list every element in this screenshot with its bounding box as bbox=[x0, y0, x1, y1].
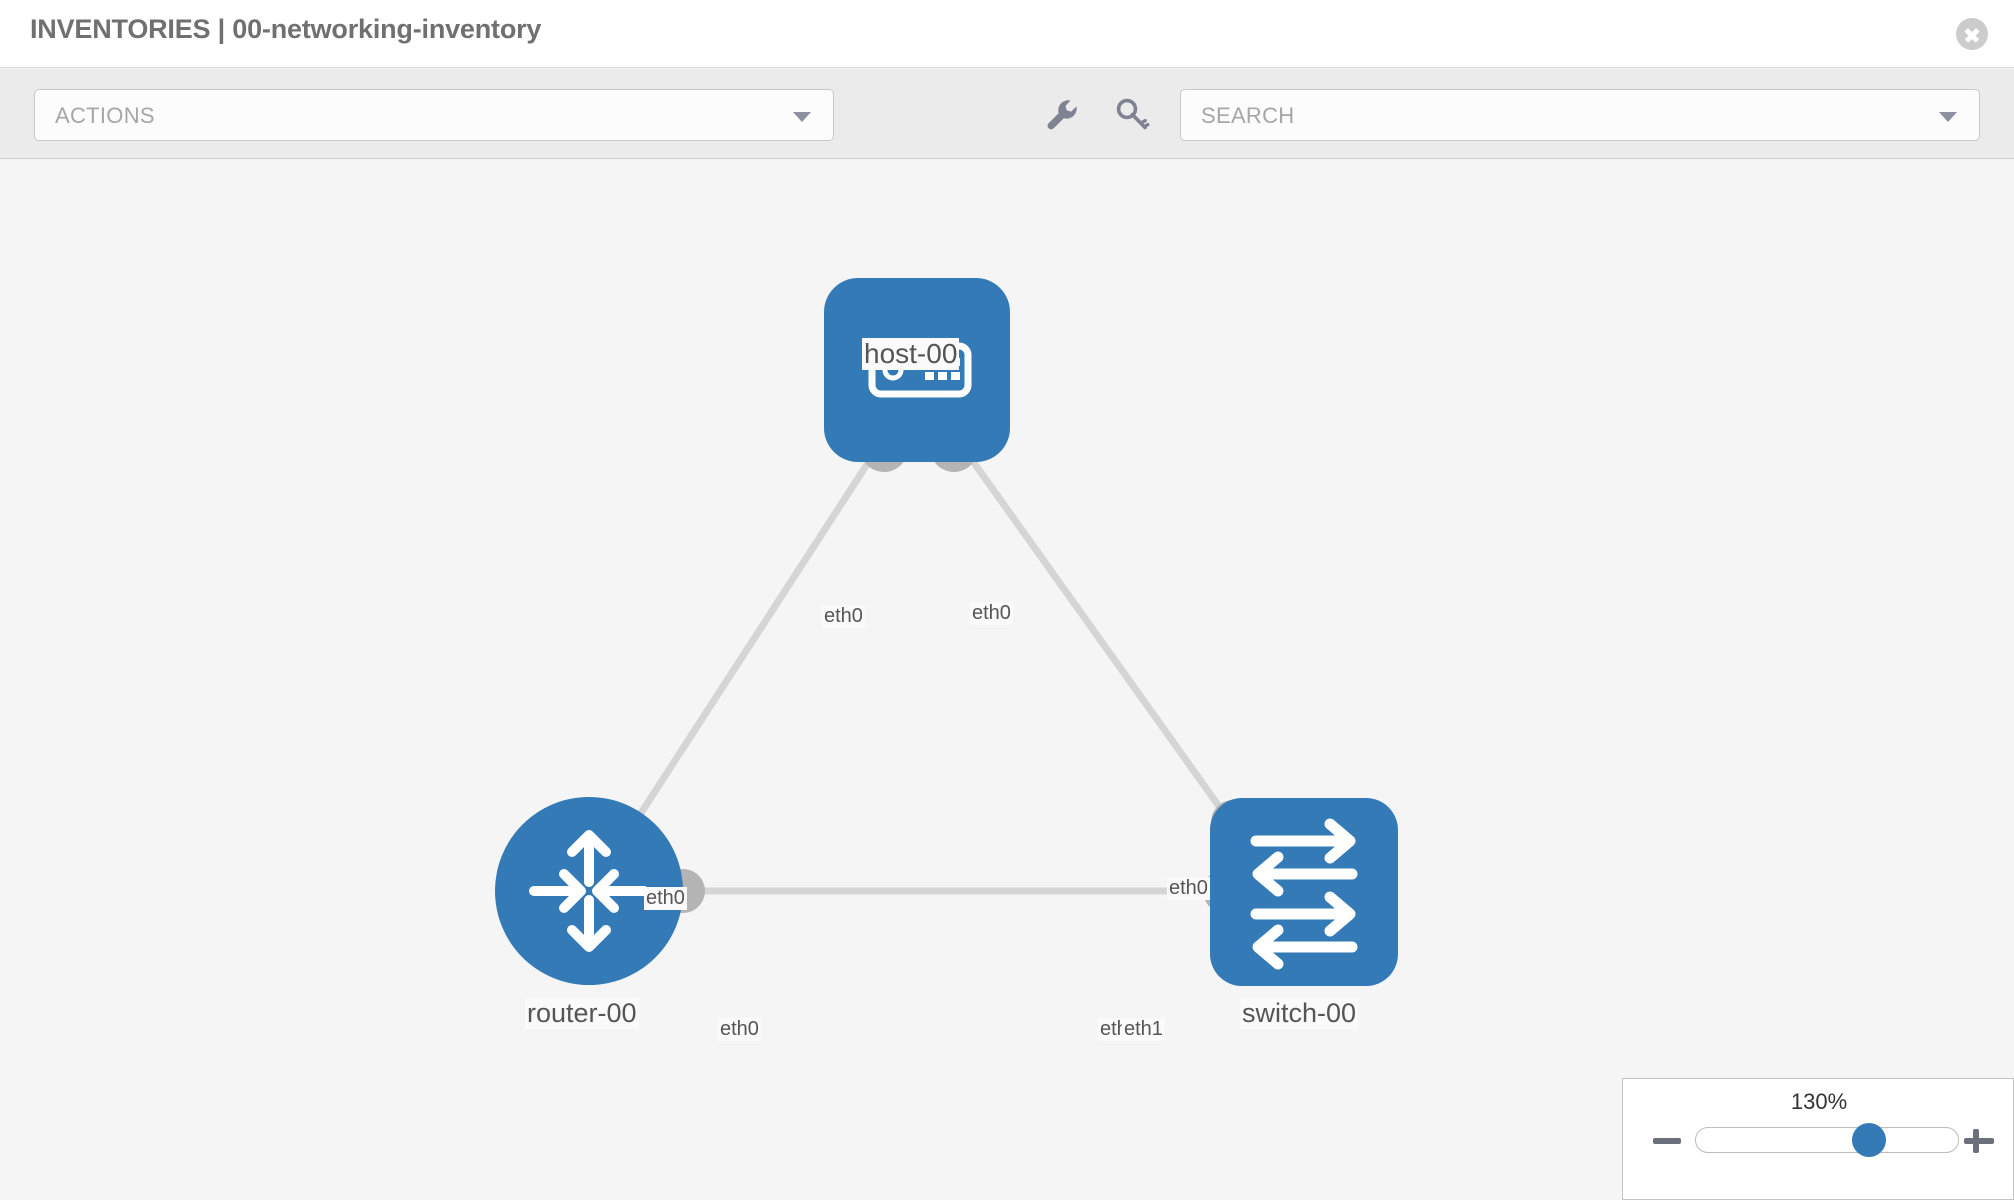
edge-label-host-right-eth0: eth0 bbox=[970, 602, 1013, 625]
chevron-down-icon bbox=[793, 112, 811, 122]
search-placeholder: SEARCH bbox=[1201, 103, 1295, 128]
node-label-host-00: host-00 bbox=[862, 338, 960, 370]
zoom-out-button[interactable] bbox=[1649, 1123, 1685, 1159]
topology-canvas[interactable]: host-00 router-00 switch-00 eth0 eth0 et… bbox=[0, 160, 2014, 1200]
node-host-00-body bbox=[824, 278, 1010, 462]
node-label-router-00: router-00 bbox=[525, 998, 639, 1029]
key-icon[interactable] bbox=[1110, 93, 1154, 137]
zoom-level-label: 130% bbox=[1790, 1089, 1848, 1114]
zoom-in-button[interactable] bbox=[1961, 1123, 1997, 1159]
node-host-00 bbox=[824, 278, 1010, 462]
plus-icon-horizontal bbox=[1964, 1138, 1994, 1144]
search-input[interactable]: SEARCH bbox=[1180, 89, 1980, 141]
zoom-slider[interactable] bbox=[1695, 1123, 1959, 1157]
edge-label-switch-left-eth1: eth1 bbox=[1122, 1018, 1165, 1041]
close-icon[interactable] bbox=[1956, 18, 1988, 50]
node-router-00 bbox=[495, 797, 683, 985]
switch-arrows-icon bbox=[1250, 818, 1358, 970]
actions-dropdown[interactable]: ACTIONS bbox=[34, 89, 834, 141]
title-bar: INVENTORIES | 00-networking-inventory bbox=[0, 0, 2014, 68]
toolbar: ACTIONS SEARCH bbox=[0, 69, 2014, 159]
node-router-00-body bbox=[495, 797, 683, 985]
page-title: INVENTORIES | 00-networking-inventory bbox=[30, 14, 542, 44]
topology-graph bbox=[495, 278, 1398, 986]
edge-label-switch-up-eth0: eth0 bbox=[1167, 877, 1210, 900]
topology-ports bbox=[661, 424, 1255, 913]
node-switch-00 bbox=[1210, 798, 1398, 986]
node-switch-00-body bbox=[1210, 798, 1398, 986]
wrench-icon[interactable] bbox=[1040, 93, 1084, 137]
zoom-control-panel: 130% bbox=[1622, 1078, 2014, 1200]
link-host-switch bbox=[949, 429, 1256, 857]
actions-dropdown-label: ACTIONS bbox=[55, 103, 155, 128]
edge-label-router-right-eth0: eth0 bbox=[718, 1018, 761, 1041]
edge-label-router-up-eth0: eth0 bbox=[644, 887, 687, 910]
chevron-down-icon bbox=[1939, 112, 1957, 122]
minus-icon bbox=[1653, 1138, 1681, 1144]
edge-label-host-left-eth0: eth0 bbox=[822, 605, 865, 628]
zoom-slider-thumb[interactable] bbox=[1852, 1123, 1887, 1157]
topology-links bbox=[603, 429, 1256, 895]
plus-icon-vertical bbox=[1973, 1129, 1979, 1153]
four-arrows-icon bbox=[529, 830, 649, 952]
node-label-switch-00: switch-00 bbox=[1240, 998, 1359, 1029]
link-host-router bbox=[603, 430, 891, 869]
